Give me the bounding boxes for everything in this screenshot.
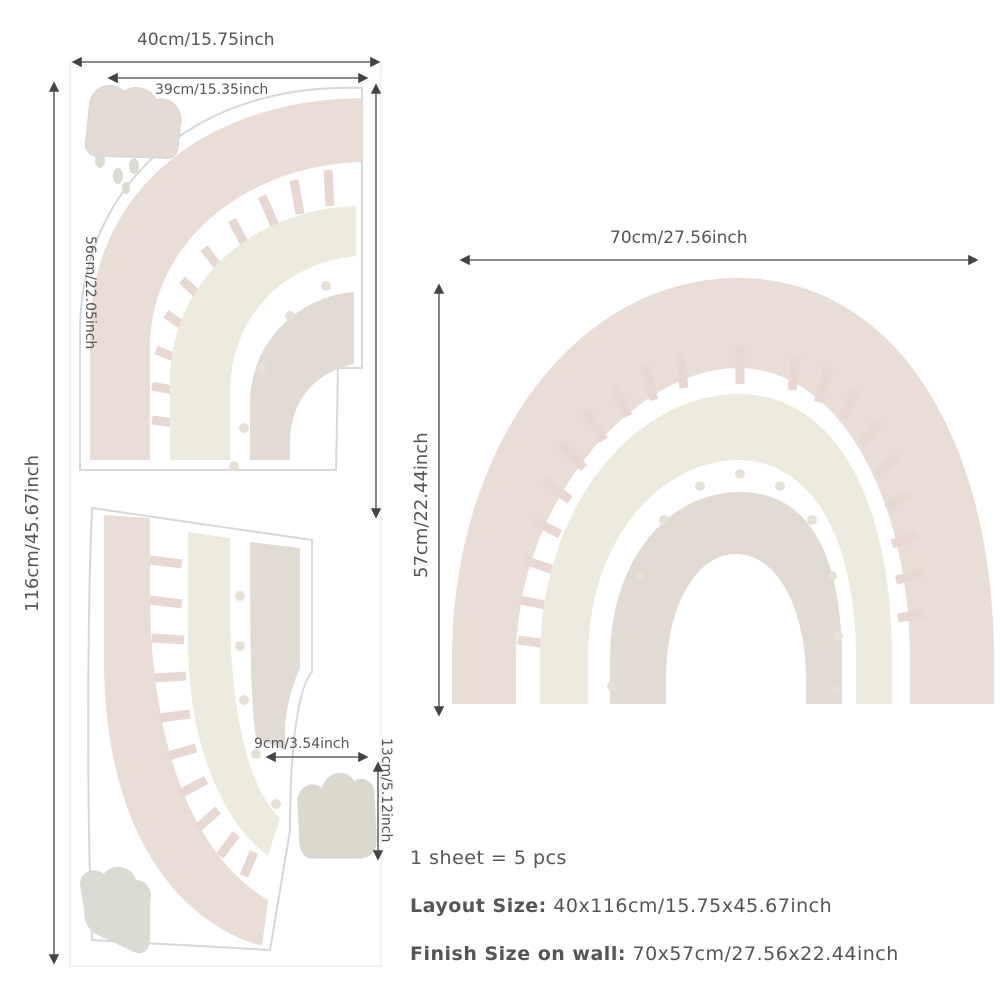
assembled-rainbow xyxy=(452,278,994,704)
layout-size-label: Layout Size: xyxy=(410,895,547,917)
rainbow-width-label: 70cm/27.56inch xyxy=(610,228,748,248)
rain-cloud-sticker xyxy=(84,84,182,194)
pieces-count-text: 1 sheet = 5 pcs xyxy=(410,847,567,869)
cloud-sticker-grey xyxy=(80,866,152,954)
sheet-width-label: 40cm/15.75inch xyxy=(137,30,275,50)
cloud-height-label: 13cm/5.12inch xyxy=(378,738,394,843)
finish-size-text: Finish Size on wall: 70x57cm/27.56x22.44… xyxy=(410,943,899,965)
lower-rainbow-piece xyxy=(87,506,313,952)
upper-rainbow-piece xyxy=(79,86,363,471)
cloud-sticker-small xyxy=(297,772,377,859)
finish-size-value: 70x57cm/27.56x22.44inch xyxy=(625,943,899,965)
upper-piece-height-label: 56cm/22.05inch xyxy=(82,236,98,350)
rainbow-height-label: 57cm/22.44inch xyxy=(411,432,432,578)
cloud-width-label: 9cm/3.54inch xyxy=(254,736,350,752)
dimension-arrows xyxy=(48,56,979,965)
finish-size-label: Finish Size on wall: xyxy=(410,943,626,965)
upper-piece-width-label: 39cm/15.35inch xyxy=(155,82,269,98)
layout-size-value: 40x116cm/15.75x45.67inch xyxy=(546,895,833,917)
layout-size-text: Layout Size: 40x116cm/15.75x45.67inch xyxy=(410,895,832,917)
sheet-height-label: 116cm/45.67inch xyxy=(22,454,43,612)
